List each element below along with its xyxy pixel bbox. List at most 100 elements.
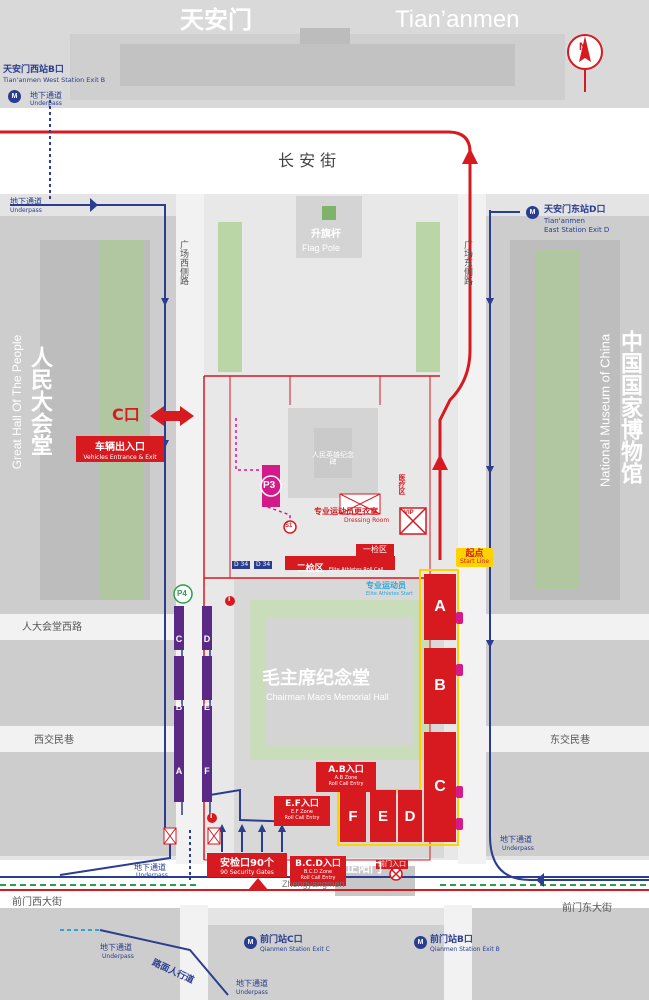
east-station-d-cn: 天安门东站D口 (544, 205, 606, 215)
dressing-room-cn: 专业运动员更衣室 (314, 507, 378, 516)
qianmen-gate-label: 前门入口 (376, 860, 408, 869)
square-west-road-label: 广场西侧路 (178, 240, 188, 285)
east-station-d-en1: Tian'anmen (544, 217, 585, 225)
west-lane-1-b: B (175, 702, 183, 712)
tiananmen-cn-label: 天安门 (180, 6, 252, 34)
dressing-room-en: Dressing Room (344, 517, 390, 524)
qianmen-b-en: Qianmen Station Exit B (430, 946, 500, 953)
west-lane-1-a: A (175, 766, 183, 776)
mausoleum-en: Chairman Mao's Memorial Hall (266, 692, 389, 702)
zone-south-f: F (340, 790, 366, 842)
west-station-b-en: Tian'anmen West Station Exit B (3, 76, 106, 84)
ef-entry-en1: E.F Zone (291, 809, 313, 815)
underpass-cn-label: 地下通道 (100, 943, 132, 952)
changan-street-label: 长 安 街 (278, 151, 337, 170)
info-icon: i (210, 812, 213, 820)
athlete-start-en: Elite Athletes Start (366, 591, 413, 597)
metro-icon: M (8, 90, 21, 103)
qianmen-west-street-label: 前门西大街 (12, 897, 62, 908)
underpass-en-label: Underpass (502, 845, 534, 852)
medical-area-label: 医疗区 (398, 474, 406, 495)
flag-pole-en: Flag Pole (302, 243, 341, 253)
west-lane-2-d: D (203, 634, 211, 644)
renda-west-road-label: 人大会堂西路 (22, 622, 82, 633)
ef-entry-box[interactable]: E.F入口 E.F Zone Roll Call Entry (274, 796, 330, 826)
underpass-cn-label: 地下通道 (236, 979, 268, 988)
underpass-cn-label: 地下通道 (134, 863, 166, 872)
ab-entry-en2: Roll Call Entry (328, 781, 364, 787)
square-east-road-label: 广场东侧路 (462, 240, 472, 285)
zone-south-d: D (398, 790, 422, 842)
first-check-box: 一检区 (356, 544, 394, 556)
bus-label-a: D 34 (232, 561, 251, 569)
museum-cn: 中国国家博物馆 (617, 330, 642, 484)
ef-entry-en2: Roll Call Entry (284, 815, 320, 821)
underpass-en-label: Underpass (102, 953, 134, 960)
west-station-b-cn: 天安门西站B口 (3, 65, 64, 75)
ef-entry-cn: E.F入口 (285, 799, 319, 809)
xijiao-lane-label: 西交民巷 (34, 735, 74, 746)
ab-entry-cn: A.B入口 (328, 765, 364, 775)
west-lane-2-f: F (204, 766, 210, 776)
underpass-cn-label: 地下通道 (500, 835, 532, 844)
ab-entry-en1: A.B Zone (334, 775, 358, 781)
flag-pole-cn: 升旗杆 (311, 229, 341, 240)
great-hall-en: Great Hall Of The People (10, 334, 24, 470)
underpass-en-label: Underpass (236, 989, 268, 996)
p4-parking-label: P4 (177, 589, 187, 598)
vehicle-entrance-cn: 车辆出入口 (95, 442, 145, 453)
north-label: N (579, 41, 587, 53)
metro-icon: M (414, 936, 427, 949)
security-gates-cn: 安检口90个 (220, 858, 274, 869)
ab-entry-box[interactable]: A.B入口 A.B Zone Roll Call Entry (316, 762, 376, 792)
west-lane-1-c: C (175, 634, 183, 644)
athlete-start-cn: 专业运动员 (366, 581, 406, 590)
zhengyangmen-cn: 正阳门 (346, 861, 383, 875)
west-lane-2-e: E (203, 702, 210, 712)
qianmen-b-cn: 前门站B口 (430, 935, 473, 945)
zone-east-c: C (424, 732, 456, 842)
second-check-cn: 二检区 (296, 564, 324, 574)
c-gate-label[interactable]: C口 (112, 405, 140, 424)
second-check-box: 二检区 Elite Athletes Roll Call (285, 556, 395, 574)
museum-en: National Museum of China (597, 333, 613, 488)
metro-icon: M (526, 206, 539, 219)
start-line-box: 起点 Start Line (456, 548, 494, 567)
info-icon: i (228, 595, 231, 603)
underpass-cn-label: 地下通道 (10, 197, 42, 206)
underpass-en-label: Underpass (136, 872, 168, 879)
security-gates-box[interactable]: 安检口90个 90 Security Gates (207, 853, 287, 877)
bcd-entry-en1: B.C.D Zone (303, 869, 333, 875)
metro-icon: M (244, 936, 257, 949)
qianmen-east-street-label: 前门东大街 (562, 903, 612, 914)
second-check-en: Elite Athletes Roll Call (328, 567, 384, 573)
bcd-entry-cn: B.C.D入口 (295, 859, 341, 869)
bus-label-b: D 34 (254, 561, 273, 569)
east-station-d-en2: East Station Exit D (544, 226, 610, 234)
dongjiao-lane-label: 东交民巷 (550, 735, 590, 746)
great-hall-cn: 人民大会堂 (27, 346, 52, 456)
vehicle-entrance-box[interactable]: 车辆出入口 Vehicles Entrance & Exit (76, 436, 164, 462)
s1-label: S1 (285, 523, 293, 529)
zone-east-a: A (424, 574, 456, 640)
start-line-cn: 起点 (465, 549, 484, 559)
p3-parking-label: P3 (263, 480, 276, 491)
qianmen-c-en: Qianmen Station Exit C (260, 946, 330, 953)
vehicle-entrance-en: Vehicles Entrance & Exit (83, 454, 157, 461)
mausoleum-cn: 毛主席纪念堂 (262, 668, 370, 689)
qianmen-c-cn: 前门站C口 (260, 935, 303, 945)
bcd-entry-en2: Roll Call Entry (300, 875, 336, 881)
tiananmen-en-label: Tian’anmen (395, 6, 520, 33)
zone-south-e: E (370, 790, 396, 842)
security-gates-en: 90 Security Gates (220, 869, 274, 876)
monument-label: 人民英雄纪念碑 (312, 451, 354, 466)
underpass-en-label: Underpass (10, 207, 42, 214)
zone-east-b: B (424, 648, 456, 724)
bcd-entry-box[interactable]: B.C.D入口 B.C.D Zone Roll Call Entry (290, 856, 346, 886)
start-line-en: Start Line (460, 558, 490, 565)
vip-label: VIP (404, 510, 414, 516)
zhengyangmen-en: Zhengyangmen (282, 879, 345, 889)
underpass-cn-label: 地下通道 (30, 91, 62, 100)
